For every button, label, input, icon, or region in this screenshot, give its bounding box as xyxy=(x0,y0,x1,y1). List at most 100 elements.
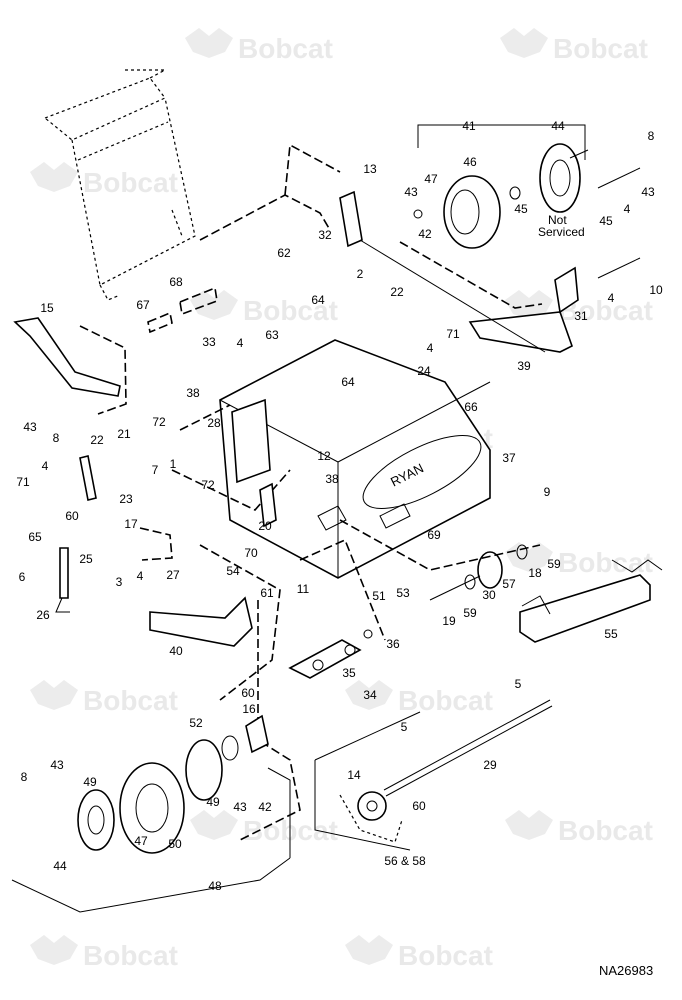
callout-label: 8 xyxy=(648,129,655,143)
callout-label: 23 xyxy=(119,492,133,506)
callout-label: 60 xyxy=(412,799,426,813)
deflector xyxy=(13,317,127,415)
callout-label: 71 xyxy=(446,327,460,341)
brackets xyxy=(149,398,277,647)
control-levers xyxy=(55,404,291,613)
callout-label: 22 xyxy=(390,285,404,299)
callout-label: 5 xyxy=(401,720,408,734)
callout-label: 63 xyxy=(265,328,279,342)
callout-label: 38 xyxy=(186,386,200,400)
callout-label: 61 xyxy=(260,586,274,600)
callout-label: 38 xyxy=(325,472,339,486)
watermark-text: Bobcat xyxy=(398,685,493,716)
not-serviced-note: Not xyxy=(548,213,567,227)
callout-label: 4 xyxy=(608,291,615,305)
callout-label: 12 xyxy=(317,449,331,463)
callout-label: 48 xyxy=(208,879,222,893)
callout-label: 26 xyxy=(36,608,50,622)
callout-label: 60 xyxy=(65,509,79,523)
callout-label: 43 xyxy=(233,800,247,814)
callout-label: 52 xyxy=(189,716,203,730)
callout-label: 19 xyxy=(442,614,456,628)
watermark-text: Bobcat xyxy=(83,167,178,198)
callout-label: 43 xyxy=(23,420,37,434)
callout-label: 35 xyxy=(342,666,356,680)
rear-axle-linkage xyxy=(199,143,579,353)
callout-label: 64 xyxy=(341,375,355,389)
callout-label: 39 xyxy=(517,359,531,373)
callout-label: 72 xyxy=(152,415,166,429)
callout-label: 11 xyxy=(297,582,310,596)
callout-label: 17 xyxy=(124,517,138,531)
callout-label: 59 xyxy=(547,557,561,571)
callout-label: 30 xyxy=(482,588,496,602)
drive-pulley xyxy=(339,519,541,601)
callout-label: 29 xyxy=(483,758,497,772)
watermark-text: Bobcat xyxy=(83,685,178,716)
callout-label: 53 xyxy=(396,586,410,600)
callout-label: 49 xyxy=(206,795,220,809)
callout-label: 59 xyxy=(463,606,477,620)
callout-label: 70 xyxy=(244,546,258,560)
watermark-text: Bobcat xyxy=(553,33,648,64)
callout-label: 16 xyxy=(242,702,256,716)
callout-label: 66 xyxy=(464,400,478,414)
callout-label: 36 xyxy=(386,637,400,651)
callout-label: 4 xyxy=(427,341,434,355)
callout-label: 6 xyxy=(19,570,26,584)
callout-label: 60 xyxy=(241,686,255,700)
handle-bracket xyxy=(519,559,663,643)
callout-label: 41 xyxy=(462,119,476,133)
callout-label: 34 xyxy=(363,688,377,702)
watermark-text: Bobcat xyxy=(243,295,338,326)
drive-shaft-chain xyxy=(314,699,553,851)
not-serviced-note: Serviced xyxy=(538,225,585,239)
callout-label: 45 xyxy=(599,214,613,228)
callout-label: 8 xyxy=(53,431,60,445)
watermark-text: Bobcat xyxy=(558,547,653,578)
callout-label: 28 xyxy=(207,416,221,430)
callout-label: 40 xyxy=(169,644,183,658)
callout-label: 56 & 58 xyxy=(384,854,426,868)
callout-label: 57 xyxy=(502,577,516,591)
watermark-logo-icon xyxy=(30,28,553,965)
watermark-text: Bobcat xyxy=(558,815,653,846)
callout-label: 49 xyxy=(83,775,97,789)
front-wheel-assembly xyxy=(11,714,291,913)
callout-label: 46 xyxy=(463,155,477,169)
callout-label: 64 xyxy=(311,293,325,307)
callout-label: 43 xyxy=(641,185,655,199)
callout-label: 8 xyxy=(21,770,28,784)
callout-label: 44 xyxy=(53,859,67,873)
rear-wheel-right xyxy=(413,124,641,279)
callout-label: 4 xyxy=(237,336,244,350)
callout-label: 31 xyxy=(574,309,588,323)
watermark-text: Bobcat xyxy=(83,940,178,971)
callout-label: 44 xyxy=(551,119,565,133)
callout-label: 24 xyxy=(417,364,431,378)
callout-label: 32 xyxy=(318,228,332,242)
callout-label: 37 xyxy=(502,451,516,465)
callout-label: 4 xyxy=(42,459,49,473)
callout-label: 33 xyxy=(202,335,216,349)
handle-frame xyxy=(43,69,196,301)
callout-label: 43 xyxy=(404,185,418,199)
figure-code: NA26983 xyxy=(599,963,653,978)
callout-label: 42 xyxy=(418,227,432,241)
callout-label: 25 xyxy=(79,552,93,566)
callout-label: 67 xyxy=(136,298,150,312)
callout-label: 3 xyxy=(116,575,123,589)
callout-label: 9 xyxy=(544,485,551,499)
callout-label: 22 xyxy=(90,433,104,447)
callout-label: 7 xyxy=(152,463,159,477)
callout-label: 4 xyxy=(624,202,631,216)
callout-label: 15 xyxy=(40,301,54,315)
callout-label: 10 xyxy=(649,283,663,297)
callout-label: 2 xyxy=(357,267,364,281)
callout-label: 14 xyxy=(347,768,361,782)
decals xyxy=(147,286,218,334)
callout-label: 51 xyxy=(372,589,386,603)
callout-label: 45 xyxy=(514,202,528,216)
